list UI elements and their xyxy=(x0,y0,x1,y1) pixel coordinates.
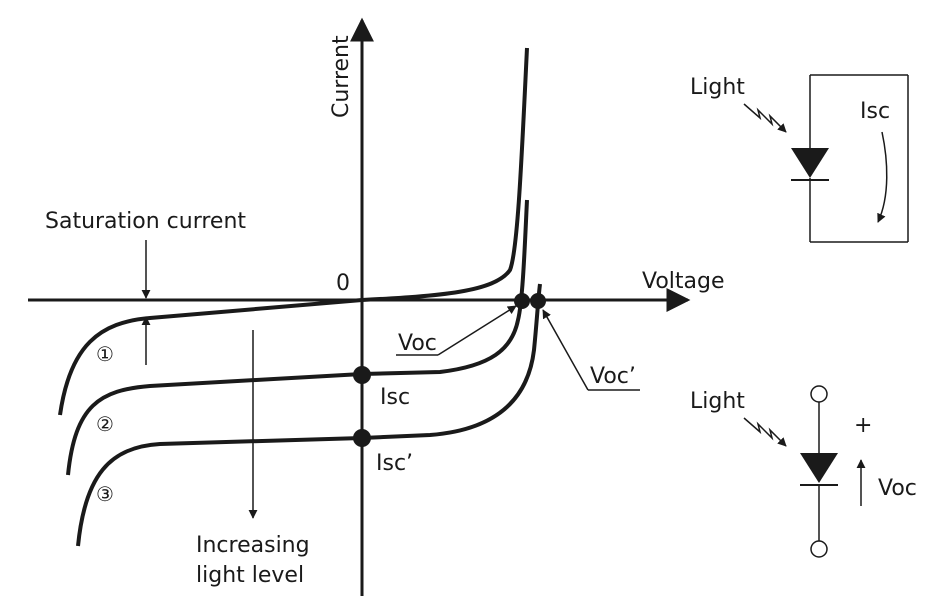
short-circuit-current-arrow xyxy=(877,131,888,223)
increasing-light-label-line1: Increasing xyxy=(196,533,310,558)
iv-curve-high-light xyxy=(76,283,542,547)
isc-prime-point xyxy=(353,429,371,447)
voc-label: Voc xyxy=(398,331,437,356)
short-circuit-diode-icon xyxy=(791,148,829,178)
voc-prime-label: Voc’ xyxy=(590,364,636,389)
voc-prime-leader xyxy=(542,309,589,391)
voc-leader xyxy=(437,305,517,356)
short-circuit-light-ray-icon xyxy=(743,103,787,133)
open-circuit-plus-label: + xyxy=(854,413,872,438)
open-circuit-diode-icon xyxy=(800,453,838,483)
short-circuit-light-label: Light xyxy=(690,75,745,100)
isc-point xyxy=(353,366,371,384)
open-circuit-terminal-top xyxy=(810,385,828,403)
voc-prime-point xyxy=(530,293,546,309)
open-circuit-light-label: Light xyxy=(690,389,745,414)
open-circuit-light-ray-icon xyxy=(743,417,787,447)
isc-prime-label: Isc’ xyxy=(376,451,413,476)
curve-number-1: ① xyxy=(96,342,114,366)
open-circuit-diagram: Light + Voc xyxy=(690,385,917,558)
iv-curve-dark xyxy=(58,47,529,416)
iv-curve-medium-light xyxy=(66,199,529,476)
current-axis-label: Current xyxy=(329,35,354,118)
origin-label: 0 xyxy=(336,271,350,296)
short-circuit-isc-label: Isc xyxy=(860,99,890,124)
open-circuit-voc-label: Voc xyxy=(878,476,917,501)
increasing-light-label-line2: light level xyxy=(196,563,304,588)
voc-point xyxy=(514,293,530,309)
isc-label: Isc xyxy=(380,385,410,410)
voltage-axis-label: Voltage xyxy=(642,269,725,294)
curve-number-2: ② xyxy=(96,412,114,436)
short-circuit-diagram: Light Isc xyxy=(690,74,909,243)
curve-number-3: ③ xyxy=(96,482,114,506)
saturation-current-label: Saturation current xyxy=(45,209,246,234)
open-circuit-terminal-bottom xyxy=(810,540,828,558)
